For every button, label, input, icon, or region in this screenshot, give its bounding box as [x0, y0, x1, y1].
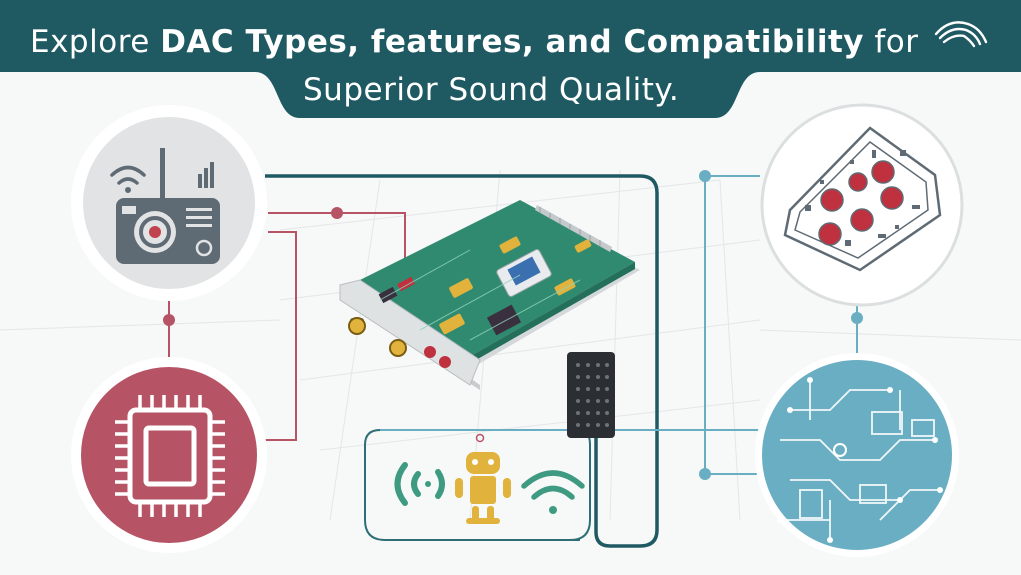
wifi-icon [521, 470, 585, 514]
title-prefix: Explore [30, 24, 161, 60]
title-bold: DAC Types, features, and Compatibility [160, 24, 864, 60]
page-title-line-2: Superior Sound Quality. [303, 72, 680, 108]
page-title-line-1: Explore DAC Types, features, and Compati… [30, 24, 918, 60]
microchip-icon [71, 357, 267, 553]
audio-waves-logo-icon [934, 21, 988, 48]
pcb-traces-icon [755, 353, 959, 557]
title-suffix: for [864, 24, 919, 60]
wifi-radio-icon [71, 105, 267, 301]
connector-lines [168, 174, 858, 548]
signal-waves-icon [394, 462, 445, 506]
circuit-board-icon [760, 103, 964, 307]
pin-connector-icon [567, 352, 615, 438]
dac-card-illustration [339, 200, 640, 390]
connector-dots [163, 170, 863, 480]
android-robot-icon [455, 452, 511, 524]
header-banner [0, 0, 1021, 118]
